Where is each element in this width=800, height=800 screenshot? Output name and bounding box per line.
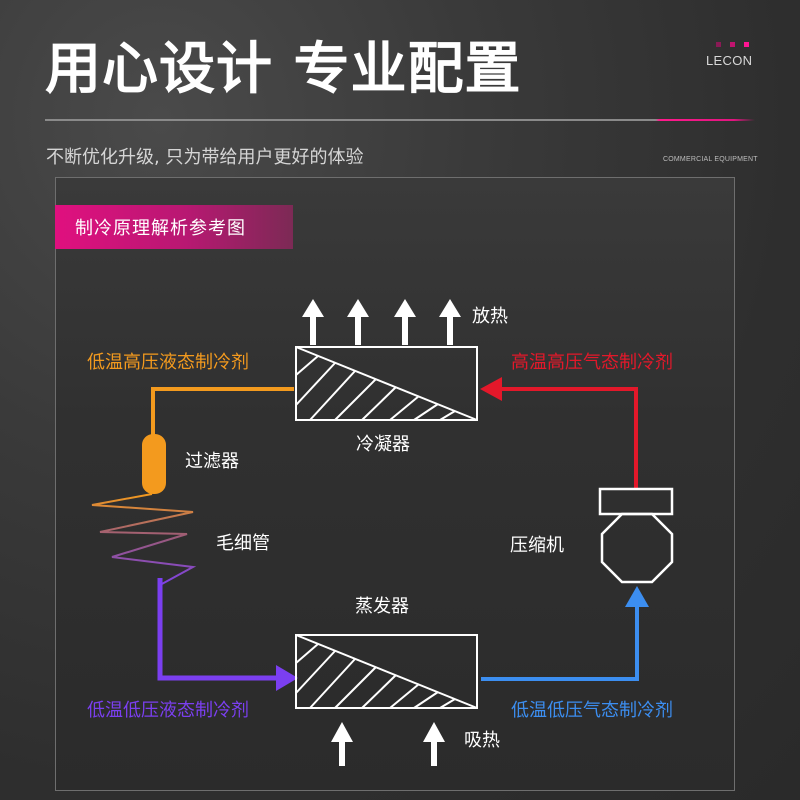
brand-dot xyxy=(716,42,721,47)
compressor-icon xyxy=(598,487,674,584)
label-compressor: 压缩机 xyxy=(510,535,564,556)
arrow-up-icon xyxy=(331,722,353,766)
brand-name: LECON xyxy=(706,53,753,68)
label-low-temp-high-pressure-liquid: 低温高压液态制冷剂 xyxy=(87,352,249,373)
label-evaporator: 蒸发器 xyxy=(355,596,409,617)
liquid-line-high-pressure xyxy=(151,387,294,437)
brand-dots xyxy=(716,42,766,47)
condenser-icon xyxy=(295,346,478,421)
diagram-badge-label: 制冷原理解析参考图 xyxy=(75,218,246,239)
arrow-up-icon xyxy=(423,722,445,766)
suction-line xyxy=(481,605,639,681)
heat-absorb-arrows xyxy=(331,722,445,766)
brand-dot xyxy=(730,42,735,47)
label-heat-release: 放热 xyxy=(472,306,508,327)
label-low-temp-low-pressure-liquid: 低温低压液态制冷剂 xyxy=(87,700,249,721)
arrow-right-icon xyxy=(276,665,298,691)
filter-icon xyxy=(142,434,166,494)
header-divider xyxy=(45,119,755,121)
diagram-badge: 制冷原理解析参考图 xyxy=(55,205,293,249)
discharge-line xyxy=(498,387,638,488)
arrow-up-icon xyxy=(625,586,649,607)
brand-dot xyxy=(744,42,749,47)
page-subtitle: 不断优化升级, 只为带给用户更好的体验 xyxy=(46,147,364,168)
brand-tagline: COMMERCIAL EQUIPMENT xyxy=(663,156,758,163)
evaporator-icon xyxy=(295,634,478,709)
arrow-up-icon xyxy=(347,299,369,345)
diagram-frame xyxy=(55,177,735,791)
label-low-temp-low-pressure-gas: 低温低压气态制冷剂 xyxy=(511,700,673,721)
arrow-up-icon xyxy=(302,299,324,345)
label-capillary: 毛细管 xyxy=(216,533,270,554)
page-title: 用心设计 专业配置 xyxy=(45,37,522,102)
label-heat-absorb: 吸热 xyxy=(464,730,500,751)
arrow-left-icon xyxy=(480,377,502,401)
heat-release-arrows xyxy=(302,299,461,345)
capillary-tube-icon xyxy=(91,493,197,586)
brand-logo: LECON xyxy=(706,42,766,68)
label-high-temp-high-pressure-gas: 高温高压气态制冷剂 xyxy=(511,352,673,373)
arrow-up-icon xyxy=(394,299,416,345)
arrow-up-icon xyxy=(439,299,461,345)
label-condenser: 冷凝器 xyxy=(356,434,410,455)
label-filter: 过滤器 xyxy=(185,451,239,472)
liquid-line-low-pressure xyxy=(157,578,282,681)
